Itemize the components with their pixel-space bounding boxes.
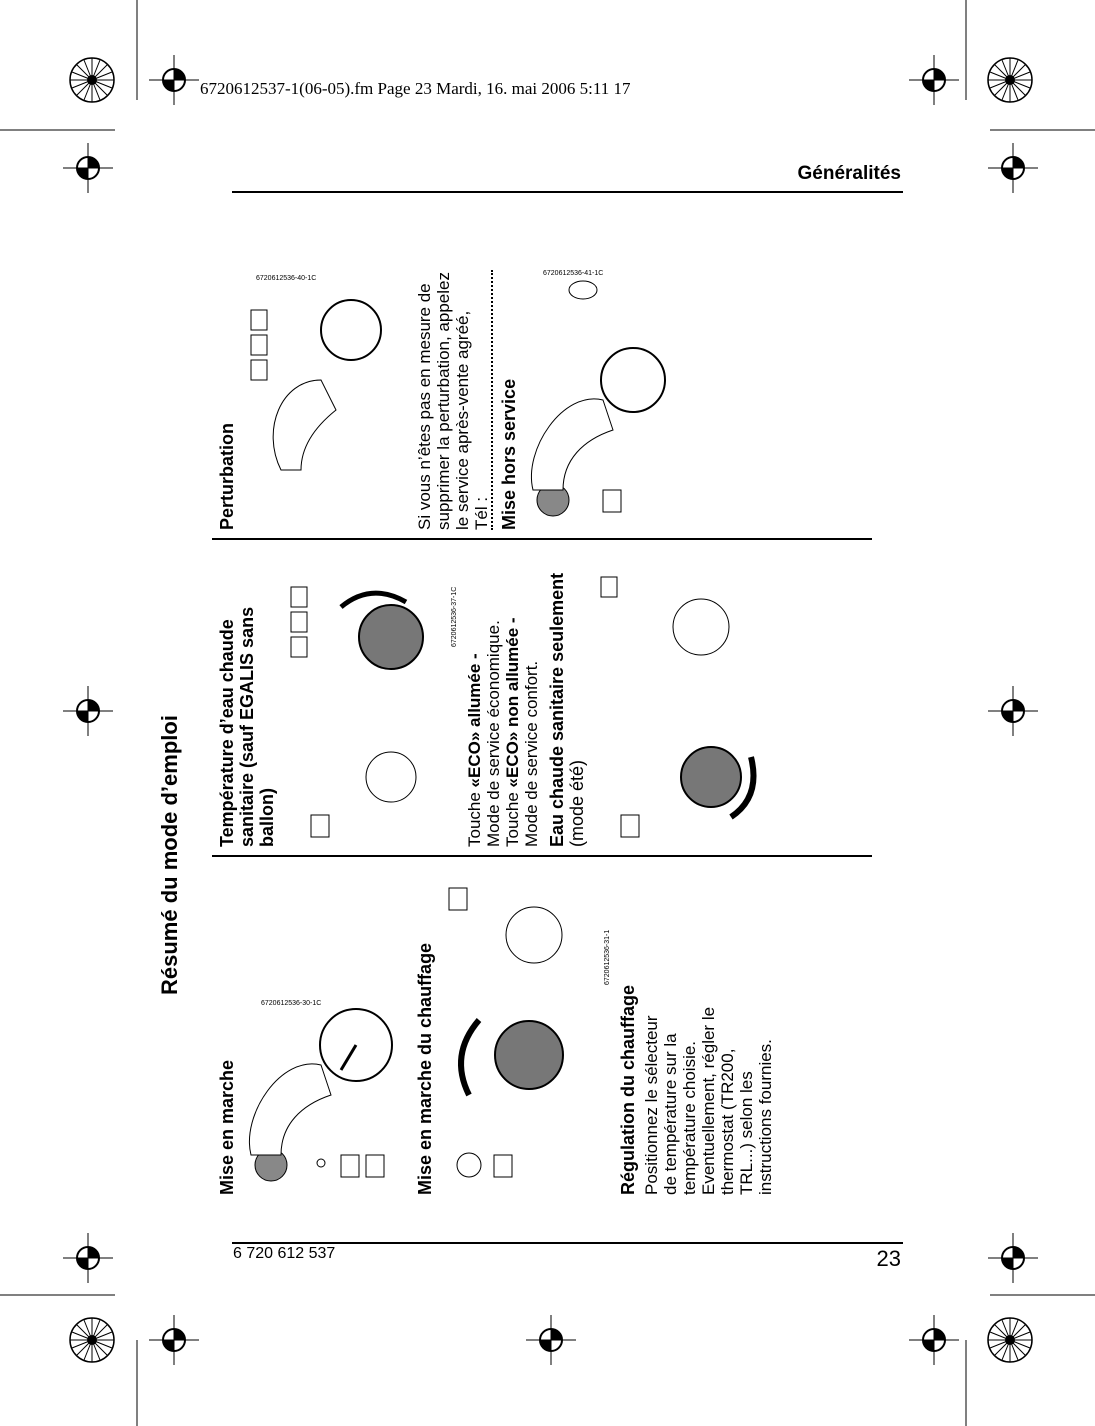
column-1: Mise en marche 6720612536-30-1C Mise en … — [217, 865, 775, 1195]
column-2: Température d’eau chaude sanitaire (sauf… — [217, 547, 775, 847]
header-rule — [232, 191, 903, 193]
heading-perturbation: Perturbation — [217, 422, 237, 530]
paragraph-eco-on: Touche «ECO» allumée -Mode de service éc… — [465, 620, 503, 847]
heading-regulation: Régulation du chauffage — [618, 984, 638, 1195]
heading-ecs-seulement: Eau chaude sanitaire seulement (mode été… — [547, 572, 587, 847]
figure-code: 6720612536-40-1C — [256, 275, 316, 282]
figure-code: 6720612536-31-1 — [604, 930, 611, 985]
reset-button-illustration: 6720612536-40-1C — [250, 275, 382, 471]
print-header: 6720612537-1(06-05).fm Page 23 Mardi, 16… — [200, 79, 631, 98]
column-divider-2 — [212, 538, 872, 540]
column-3: Perturbation 6720612536-40-1C Si vous n’… — [217, 250, 707, 530]
summer-mode-illustration — [600, 576, 757, 838]
boiler-on-illustration: 6720612536-30-1C — [249, 1000, 393, 1182]
heading-chauffage: Mise en marche du chauffage — [415, 942, 435, 1195]
rotated-content: Résumé du mode d’emploi Mise en marche 6… — [157, 240, 887, 1195]
heating-dial-illustration: 6720612536-31-1 — [448, 887, 611, 1178]
paragraph-perturbation: Si vous n’êtes pas en mesure de supprime… — [415, 272, 472, 530]
paragraph-eco-off: Touche «ECO» non allumée -Mode de servic… — [503, 617, 541, 847]
page-title: Résumé du mode d’emploi — [157, 715, 182, 995]
section-title: Généralités — [797, 163, 902, 184]
off-button-illustration: 6720612536-41-1C — [531, 270, 666, 517]
figure-code: 6720612536-41-1C — [543, 270, 603, 277]
heading-hors-service: Mise hors service — [499, 378, 519, 530]
footer-rule — [232, 1242, 903, 1244]
dhw-dial-illustration: 6720612536-37-1C — [290, 586, 458, 838]
heading-mise-en-marche: Mise en marche — [217, 1059, 237, 1195]
column-divider-1 — [212, 855, 872, 857]
document-number: 6 720 612 537 — [233, 1245, 336, 1262]
paragraph-regulation-1: Positionnez le sélecteur de température … — [642, 1015, 699, 1195]
heading-temperature-ecs: Température d’eau chaude sanitaire (sauf… — [217, 606, 277, 847]
paragraph-regulation-2: Eventuellement, régler le thermostat (TR… — [699, 1006, 775, 1195]
page-number: 23 — [876, 1246, 901, 1271]
paragraph-tel: Tél : — [472, 270, 493, 530]
figure-code: 6720612536-30-1C — [261, 1000, 321, 1007]
figure-code: 6720612536-37-1C — [451, 587, 458, 647]
